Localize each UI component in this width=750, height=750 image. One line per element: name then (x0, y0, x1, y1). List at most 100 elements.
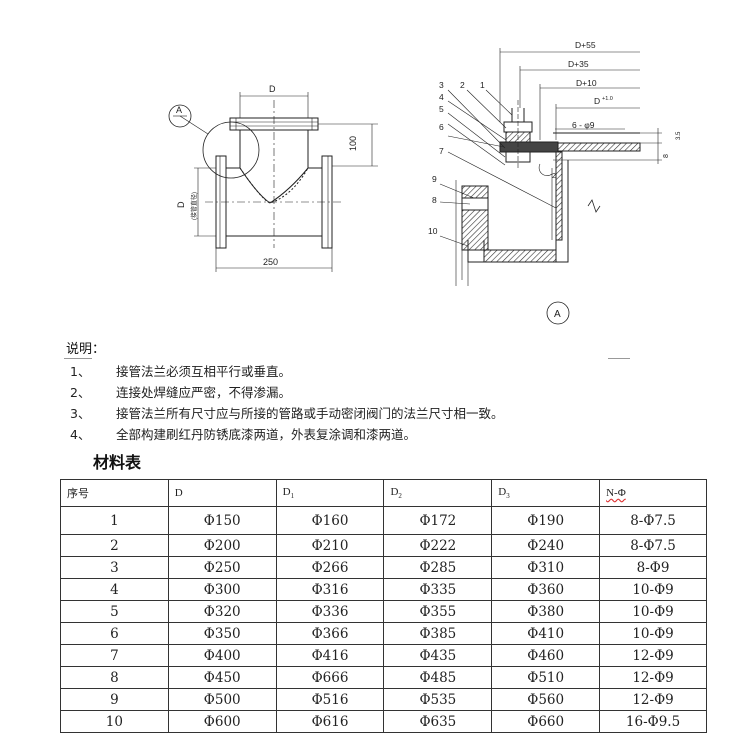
callout-4: 4 (439, 92, 444, 102)
cell-d: Φ200 (167, 534, 277, 557)
note-number: 4、 (70, 427, 91, 442)
cell-d1: Φ160 (275, 506, 385, 535)
cell-d: Φ450 (167, 666, 277, 689)
cell-d2: Φ335 (383, 578, 493, 601)
dim-2: 2 (552, 173, 556, 180)
cell-d: Φ400 (167, 644, 277, 667)
dim-holes: 6 - φ9 (572, 120, 595, 130)
dim-d-plus-10: D+10 (576, 78, 597, 88)
note-text: 接管法兰所有尺寸应与所接的管路或手动密闭阀门的法兰尺寸相一致。 (116, 406, 504, 421)
header-d1: D1 (275, 479, 385, 507)
note-item: 3、接管法兰所有尺寸应与所接的管路或手动密闭阀门的法兰尺寸相一致。 (70, 403, 690, 424)
callout-7: 7 (439, 146, 444, 156)
cell-d2: Φ435 (383, 644, 493, 667)
dim-d-plus-55: D+55 (575, 40, 596, 50)
cell-n-phi: 12-Φ9 (599, 644, 707, 667)
notes-list: 1、 接管法兰必须互相平行或垂直。 2、连接处焊缝应严密，不得渗漏。 3、接管法兰… (70, 361, 690, 445)
note-text: 接管法兰必须互相平行或垂直。 (116, 364, 292, 379)
cell-index: 3 (60, 556, 169, 579)
table-header-row: 序号 D D1 D2 D3 N-Φ (60, 479, 707, 507)
cell-d1: Φ366 (275, 622, 385, 645)
cell-d2: Φ222 (383, 534, 493, 557)
section-marker-label: A (176, 105, 182, 115)
cell-d1: Φ336 (275, 600, 385, 623)
cell-d3: Φ460 (491, 644, 601, 667)
callout-6: 6 (439, 122, 444, 132)
cell-index: 2 (60, 534, 169, 557)
cell-n-phi: 10-Φ9 (599, 622, 707, 645)
header-index: 序号 (60, 479, 169, 507)
note-number: 2、 (70, 385, 91, 400)
cell-index: 9 (60, 688, 169, 711)
dim-left-label: D (176, 201, 186, 208)
cell-index: 4 (60, 578, 169, 601)
cell-d2: Φ635 (383, 710, 493, 733)
callout-2: 2 (460, 80, 465, 90)
note-item: 2、连接处焊缝应严密，不得渗漏。 (70, 382, 690, 403)
tee-fitting-view (168, 92, 378, 272)
cell-d: Φ250 (167, 556, 277, 579)
callout-5: 5 (439, 104, 444, 114)
detail-a-label: A (554, 309, 561, 320)
cell-d: Φ300 (167, 578, 277, 601)
table-title: 材料表 (93, 453, 142, 472)
cell-d2: Φ535 (383, 688, 493, 711)
cell-d2: Φ485 (383, 666, 493, 689)
cell-d2: Φ172 (383, 506, 493, 535)
section-detail-labels: D+55 D+35 D+10 D +1.0 6 - φ9 3.5 8 2 1 2… (428, 40, 682, 320)
section-detail-view (439, 48, 662, 325)
cell-n-phi: 10-Φ9 (599, 578, 707, 601)
cell-index: 6 (60, 622, 169, 645)
cell-d3: Φ190 (491, 506, 601, 535)
tee-fitting-labels: A D 100 250 D (接管直径) (176, 84, 358, 267)
cell-d3: Φ560 (491, 688, 601, 711)
note-item: 4、 全部构建刷红丹防锈底漆两道，外表复涂调和漆两道。 (70, 424, 690, 445)
notes-title: 说明： (66, 342, 106, 357)
cell-n-phi: 16-Φ9.5 (599, 710, 707, 733)
cell-n-phi: 12-Φ9 (599, 666, 707, 689)
header-d: D (167, 479, 277, 507)
dim-d: D (594, 96, 600, 106)
dim-left-sublabel: (接管直径) (190, 192, 198, 220)
cell-d3: Φ310 (491, 556, 601, 579)
technical-drawing: A D 100 250 D (接管直径) (168, 40, 682, 325)
cell-d2: Φ285 (383, 556, 493, 579)
cell-n-phi: 8-Φ7.5 (599, 534, 707, 557)
dim-right-label: 100 (348, 136, 358, 151)
dim-top-label: D (269, 84, 276, 94)
dim-8: 8 (663, 154, 670, 158)
note-item: 1、 接管法兰必须互相平行或垂直。 (70, 361, 690, 382)
header-d3: D3 (491, 479, 601, 507)
callout-9: 9 (432, 174, 437, 184)
cell-n-phi: 10-Φ9 (599, 600, 707, 623)
cell-index: 1 (60, 506, 169, 535)
cell-d: Φ320 (167, 600, 277, 623)
cell-index: 10 (60, 710, 169, 733)
cell-d: Φ150 (167, 506, 277, 535)
dim-d-plus-35: D+35 (568, 59, 589, 69)
cell-index: 8 (60, 666, 169, 689)
callout-1: 1 (480, 80, 485, 90)
cell-d1: Φ210 (275, 534, 385, 557)
notes-divider-right (608, 358, 630, 359)
cell-d3: Φ240 (491, 534, 601, 557)
dim-3-5: 3.5 (676, 131, 682, 140)
callout-8: 8 (432, 195, 437, 205)
cell-index: 5 (60, 600, 169, 623)
note-number: 1、 (70, 364, 91, 379)
cell-d: Φ500 (167, 688, 277, 711)
note-text: 全部构建刷红丹防锈底漆两道，外表复涂调和漆两道。 (116, 427, 417, 442)
cell-d: Φ350 (167, 622, 277, 645)
header-d2: D2 (383, 479, 493, 507)
cell-n-phi: 12-Φ9 (599, 688, 707, 711)
callout-3: 3 (439, 80, 444, 90)
notes-divider-left (64, 358, 92, 359)
